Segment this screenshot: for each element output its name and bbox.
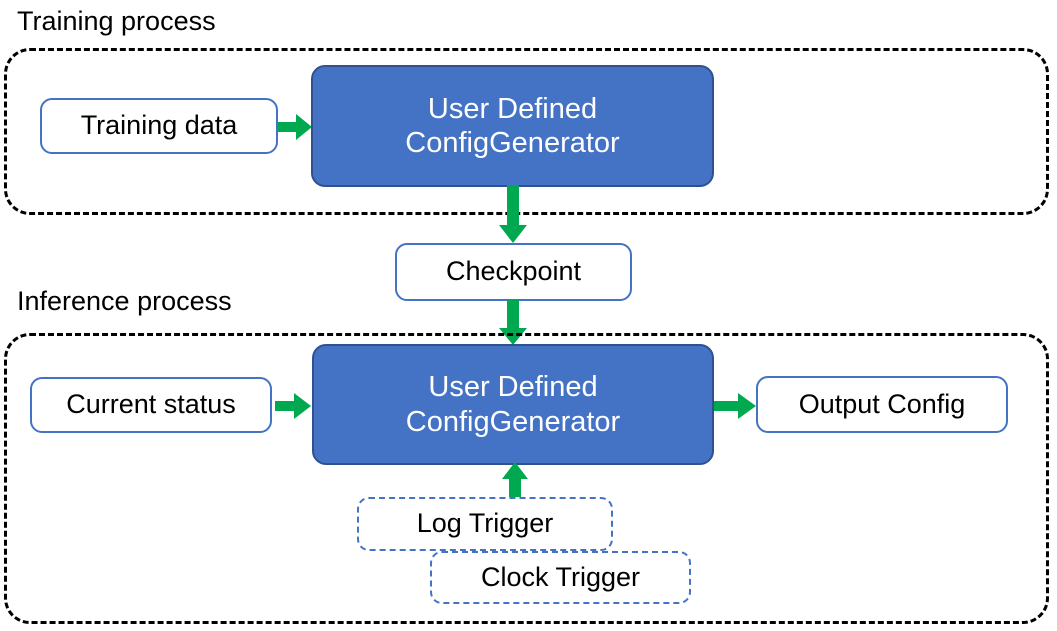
node-clock-trigger-label: Clock Trigger [480, 561, 641, 592]
arrow-training-generator-to-checkpoint [497, 185, 529, 245]
inference-process-title: Inference process [17, 286, 232, 316]
training-process-container [4, 48, 1049, 215]
node-current-status-label: Current status [66, 389, 236, 420]
arrow-current-status-to-generator [275, 389, 313, 423]
arrow-training-data-to-generator [278, 110, 314, 144]
node-log-trigger-label: Log Trigger [416, 508, 554, 539]
node-checkpoint[interactable]: Checkpoint [395, 243, 632, 301]
node-inference-config-generator[interactable]: User Defined ConfigGenerator [312, 344, 714, 465]
training-process-title: Training process [17, 6, 216, 36]
arrow-generator-to-output-config [714, 389, 758, 423]
node-checkpoint-label: Checkpoint [445, 256, 582, 287]
node-training-config-generator-line2: ConfigGenerator [405, 127, 620, 159]
node-output-config-label: Output Config [798, 388, 966, 419]
node-training-config-generator-line1: User Defined [427, 92, 598, 125]
node-current-status[interactable]: Current status [30, 377, 272, 433]
node-training-data[interactable]: Training data [40, 98, 278, 154]
node-inference-config-generator-line1: User Defined [428, 371, 598, 404]
inference-process-container [4, 333, 1049, 624]
node-training-config-generator[interactable]: User Defined ConfigGenerator [311, 65, 714, 187]
node-inference-config-generator-line2: ConfigGenerator [405, 405, 621, 438]
arrow-triggers-to-generator [500, 462, 530, 502]
node-log-trigger[interactable]: Log Trigger [357, 497, 613, 551]
node-output-config[interactable]: Output Config [756, 376, 1008, 433]
node-clock-trigger[interactable]: Clock Trigger [430, 551, 691, 604]
node-training-data-label: Training data [80, 110, 238, 141]
